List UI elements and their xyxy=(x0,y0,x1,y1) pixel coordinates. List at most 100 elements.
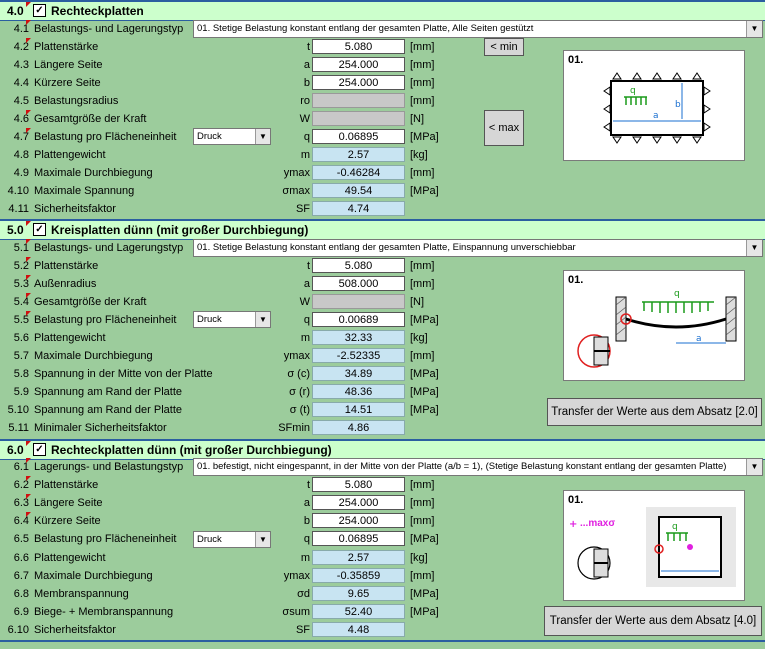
chevron-down-icon[interactable]: ▼ xyxy=(255,312,270,327)
row-unit: [MPa] xyxy=(410,587,439,600)
section-number: 6.0 xyxy=(7,443,24,457)
row-label: Belastungs- und Lagerungstyp xyxy=(34,23,184,35)
diagram-label: 01. xyxy=(568,274,584,286)
row-number: 4.7 xyxy=(13,131,29,143)
section-number: 5.0 xyxy=(7,223,24,237)
row-value: 4.86 xyxy=(312,420,405,435)
load-mode-dropdown[interactable]: Druck ▼ xyxy=(193,128,271,145)
row-unit: [MPa] xyxy=(410,605,439,618)
comment-marker xyxy=(26,512,31,518)
diagram-image-5: 01. q a xyxy=(563,270,745,381)
svg-text:q: q xyxy=(674,289,680,299)
row-value[interactable]: 0.00689 xyxy=(312,312,405,327)
row-symbol: m xyxy=(300,149,310,161)
section-checkbox[interactable]: ✓ xyxy=(33,4,46,17)
row-symbol: m xyxy=(300,332,310,344)
row-label: Längere Seite xyxy=(34,59,103,71)
row-unit: [mm] xyxy=(410,350,435,362)
row-value: -0.35859 xyxy=(312,567,405,583)
load-type-dropdown[interactable]: 01. Stetige Belastung konstant entlang d… xyxy=(193,20,763,38)
chevron-down-icon[interactable]: ▼ xyxy=(255,129,270,144)
row-unit: [kg] xyxy=(410,551,428,564)
row-symbol: t xyxy=(306,479,310,492)
row-number: 6.9 xyxy=(13,605,29,618)
row-value[interactable]: 5.080 xyxy=(312,477,405,493)
load-mode-dropdown[interactable]: Druck ▼ xyxy=(193,531,271,548)
comment-marker xyxy=(26,476,31,482)
section-checkbox[interactable]: ✓ xyxy=(33,223,46,236)
row-value[interactable]: 0.06895 xyxy=(312,531,405,547)
rectangular-thin-plate-diagram: + q xyxy=(569,507,736,587)
section-header-4: 4.0 ✓ Rechteckplatten xyxy=(0,0,765,21)
section-checkbox[interactable]: ✓ xyxy=(33,443,46,456)
comment-marker xyxy=(26,275,31,280)
row-value: 9.65 xyxy=(312,585,405,601)
row-number: 6.7 xyxy=(13,569,29,582)
row-symbol: b xyxy=(303,515,310,528)
chevron-down-icon[interactable]: ▼ xyxy=(746,240,762,256)
row-number: 6.1 xyxy=(13,461,29,473)
row-number: 4.5 xyxy=(13,95,29,107)
row-value[interactable]: 254.000 xyxy=(312,75,405,90)
chevron-down-icon[interactable]: ▼ xyxy=(746,21,762,37)
row-number: 4.11 xyxy=(8,203,29,215)
row-number: 4.6 xyxy=(13,113,29,125)
row-value[interactable]: 254.000 xyxy=(312,495,405,511)
comment-marker xyxy=(26,494,31,500)
max-button[interactable]: < max xyxy=(484,110,524,146)
chevron-down-icon[interactable]: ▼ xyxy=(746,459,762,475)
row-symbol: a xyxy=(303,278,310,290)
row-unit: [N] xyxy=(410,113,425,125)
row-value[interactable]: 508.000 xyxy=(312,276,405,291)
row-label: Spannung in der Mitte von der Platte xyxy=(34,368,213,380)
row-number: 6.6 xyxy=(13,551,29,564)
transfer-values-button[interactable]: Transfer der Werte aus dem Absatz [4.0] xyxy=(544,606,762,636)
load-type-dropdown[interactable]: 01. befestigt, nicht eingespannt, in der… xyxy=(193,458,763,476)
row-label: Plattengewicht xyxy=(34,149,106,161)
comment-marker xyxy=(26,239,31,244)
row-unit: [kg] xyxy=(410,332,428,344)
row-number: 5.5 xyxy=(13,314,29,326)
row-value xyxy=(312,93,405,108)
row-number: 6.3 xyxy=(13,497,29,510)
load-type-dropdown[interactable]: 01. Stetige Belastung konstant entlang d… xyxy=(193,239,763,257)
min-button[interactable]: < min xyxy=(484,38,524,56)
row-unit: [mm] xyxy=(410,569,435,582)
comment-marker xyxy=(26,221,31,226)
row-unit: [mm] xyxy=(410,515,435,528)
row-number: 5.10 xyxy=(7,404,29,416)
row-value[interactable]: 254.000 xyxy=(312,57,405,72)
row-unit: [mm] xyxy=(410,41,435,53)
row-value[interactable]: 5.080 xyxy=(312,258,405,273)
svg-text:b: b xyxy=(675,100,681,110)
load-mode-dropdown[interactable]: Druck ▼ xyxy=(193,311,271,328)
row-value[interactable]: 254.000 xyxy=(312,513,405,529)
row-value[interactable]: 5.080 xyxy=(312,39,405,54)
row-unit: [MPa] xyxy=(410,314,439,326)
chevron-down-icon[interactable]: ▼ xyxy=(255,532,270,547)
row-value[interactable]: 0.06895 xyxy=(312,129,405,144)
row-symbol: SF xyxy=(295,623,310,636)
row-number: 5.4 xyxy=(13,296,29,308)
diagram-label: 01. xyxy=(568,494,584,506)
comment-marker xyxy=(26,441,31,446)
row-symbol: W xyxy=(299,113,310,125)
transfer-values-button[interactable]: Transfer der Werte aus dem Absatz [2.0] xyxy=(547,398,762,426)
row-unit: [mm] xyxy=(410,278,435,290)
row-label: Längere Seite xyxy=(34,497,103,510)
row-label: Sicherheitsfaktor xyxy=(34,203,116,215)
